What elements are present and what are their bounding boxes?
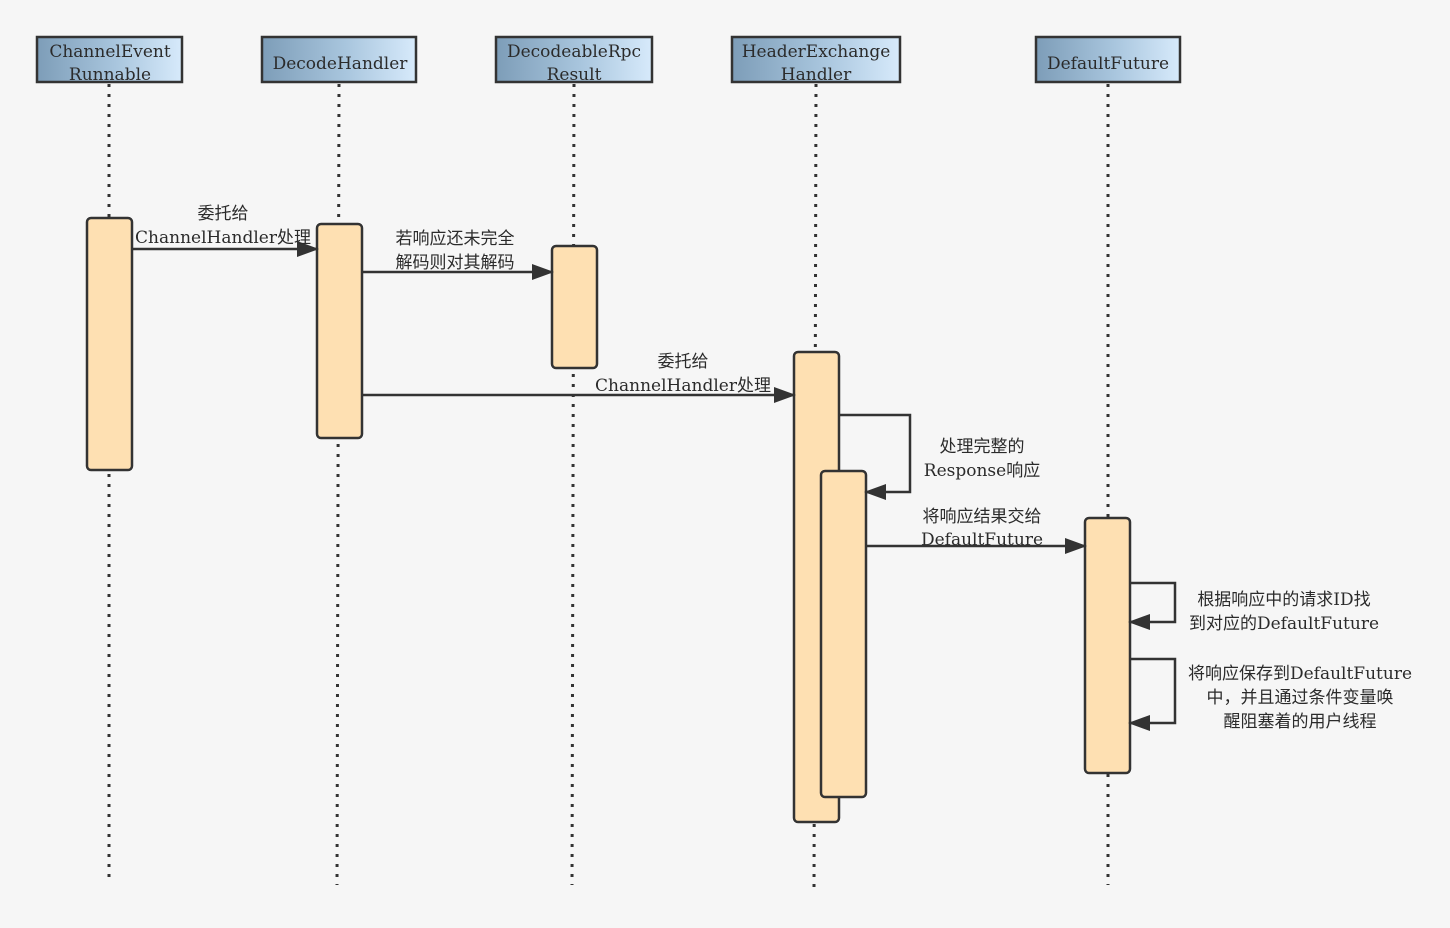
activation-default-future[interactable] xyxy=(1083,516,1132,775)
message-find-default-future-by-id[interactable]: 根据响应中的请求ID找 到对应的DefaultFuture xyxy=(1128,581,1379,634)
message-label: ChannelHandler处理 xyxy=(135,228,311,248)
activation-decode-handler[interactable] xyxy=(315,222,364,440)
lifeline-label: Runnable xyxy=(69,65,151,85)
message-arrow xyxy=(1128,581,1177,630)
message-delegate-channel-handler-2[interactable]: 委托给 ChannelHandler处理 xyxy=(362,352,796,403)
message-delegate-channel-handler-1[interactable]: 委托给 ChannelHandler处理 xyxy=(132,204,319,257)
lifeline-decode-handler xyxy=(335,83,341,886)
message-label: 解码则对其解码 xyxy=(396,253,515,273)
message-arrow xyxy=(839,413,912,500)
lifeline-label: Handler xyxy=(781,65,852,85)
lifeline-header-header-exchange-handler[interactable]: HeaderExchange Handler xyxy=(730,35,902,85)
message-save-response-and-wake-thread[interactable]: 将响应保存到DefaultFuture 中，并且通过条件变量唤 醒阻塞着的用户线… xyxy=(1128,657,1412,732)
message-process-complete-response[interactable]: 处理完整的 Response响应 xyxy=(839,413,1040,500)
message-label: 到对应的DefaultFuture xyxy=(1189,614,1379,634)
message-label: 委托给 xyxy=(658,352,709,372)
lifeline-label: DefaultFuture xyxy=(1047,54,1169,74)
activation-channel-event-runnable[interactable] xyxy=(85,216,134,472)
message-label: 醒阻塞着的用户线程 xyxy=(1224,712,1377,732)
lifeline-header-channel-event-runnable[interactable]: ChannelEvent Runnable xyxy=(35,35,184,85)
message-label: 将响应结果交给 xyxy=(923,507,1042,527)
message-label: Response响应 xyxy=(924,461,1040,481)
lifeline-header-decodeable-rpc-result[interactable]: DecodeableRpc Result xyxy=(494,35,654,85)
message-label: 委托给 xyxy=(198,204,249,224)
lifeline-label: ChannelEvent xyxy=(49,42,171,62)
lifeline-decodeable-rpc-result xyxy=(570,83,576,886)
lifeline-label: Result xyxy=(547,65,602,85)
lifeline-header-default-future[interactable]: DefaultFuture xyxy=(1034,35,1182,84)
message-label: ChannelHandler处理 xyxy=(595,376,771,396)
message-label: 中，并且通过条件变量唤 xyxy=(1207,688,1394,708)
message-label: 处理完整的 xyxy=(940,437,1025,457)
message-label: 根据响应中的请求ID找 xyxy=(1197,590,1370,610)
message-label: 若响应还未完全 xyxy=(396,229,515,249)
lifeline-label: DecodeHandler xyxy=(273,54,409,74)
message-arrow xyxy=(1128,657,1177,731)
message-decode-if-incomplete[interactable]: 若响应还未完全 解码则对其解码 xyxy=(362,229,554,280)
message-hand-result-to-default-future[interactable]: 将响应结果交给 DefaultFuture xyxy=(866,507,1087,554)
message-label: DefaultFuture xyxy=(921,530,1043,550)
activation-decodeable-rpc-result[interactable] xyxy=(550,244,599,370)
activation-header-exchange-handler-nested[interactable] xyxy=(819,469,868,799)
lifeline-label: DecodeableRpc xyxy=(507,42,641,62)
lifeline-label: HeaderExchange xyxy=(742,42,891,62)
message-label: 将响应保存到DefaultFuture xyxy=(1188,664,1412,684)
lifeline-header-decode-handler[interactable]: DecodeHandler xyxy=(260,35,418,84)
